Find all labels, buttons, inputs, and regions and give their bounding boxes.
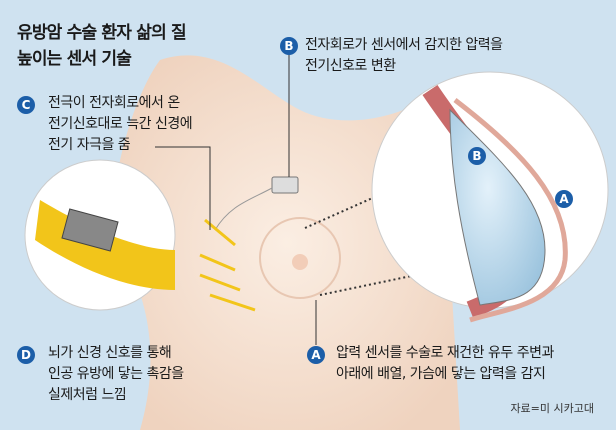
badge-D: D <box>17 346 35 364</box>
title-line: 유방암 수술 환자 삶의 질 <box>17 23 187 43</box>
wire <box>214 187 273 231</box>
callout-line: 전기신호로 변환 <box>305 58 396 74</box>
circuit-chip <box>271 176 299 194</box>
callout-D: 뇌가 신경 신호를 통해 인공 유방에 닿는 촉감을 실제처럼 느낌 <box>48 343 184 406</box>
badge-A: A <box>307 346 325 364</box>
callout-line: 전극이 전자회로에서 온 <box>48 95 180 111</box>
zoom-line-bottom <box>319 269 441 296</box>
diagram-badge-B: B <box>468 147 486 165</box>
electrode-chip <box>61 208 119 252</box>
callout-line: 압력 센서를 수술로 재건한 유두 주변과 <box>336 345 554 361</box>
source-credit: 자료=미 시카고대 <box>510 402 594 415</box>
badge-C: C <box>17 96 35 114</box>
callout-line: 뇌가 신경 신호를 통해 <box>48 345 172 361</box>
callout-line: 전기신호대로 늑간 신경에 <box>48 116 193 132</box>
badge-B: B <box>280 37 298 55</box>
title-line: 높이는 센서 기술 <box>17 49 132 69</box>
callout-line: 인공 유방에 닿는 촉감을 <box>48 366 184 382</box>
breast-outline <box>259 217 341 299</box>
leader-C <box>155 146 211 230</box>
skin-layer <box>453 98 568 323</box>
torso <box>113 55 460 430</box>
callout-line: 전자회로가 센서에서 감지한 압력을 <box>305 37 503 53</box>
callout-line: 실제처럼 느낌 <box>48 387 127 403</box>
nipple <box>292 254 308 270</box>
callout-A: 압력 센서를 수술로 재건한 유두 주변과 아래에 배열, 가슴에 닿는 압력을… <box>336 343 554 385</box>
page-title: 유방암 수술 환자 삶의 질 높이는 센서 기술 <box>17 20 187 72</box>
callout-line: 전기 자극을 줌 <box>48 137 131 153</box>
diagram-badge-A: A <box>555 190 573 208</box>
callout-C: 전극이 전자회로에서 온 전기신호대로 늑간 신경에 전기 자극을 줌 <box>48 93 193 156</box>
callout-line: 아래에 배열, 가슴에 닿는 압력을 감지 <box>336 366 546 382</box>
callout-B: 전자회로가 센서에서 감지한 압력을 전기신호로 변환 <box>305 35 503 77</box>
